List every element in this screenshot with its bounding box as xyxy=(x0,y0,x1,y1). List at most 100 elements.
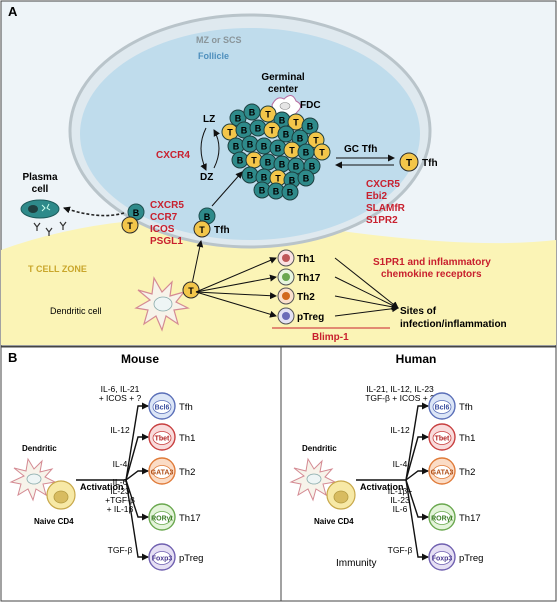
dz-to-lz-arrow xyxy=(213,129,220,169)
lz-to-dz-arrow xyxy=(200,127,207,171)
transcription-factor-label: Bcl6 xyxy=(435,405,450,412)
th-subset-nucleus xyxy=(432,400,452,414)
s1pr1-label-2: chemokine receptors xyxy=(381,269,482,280)
gc-cell-letter: B xyxy=(297,134,304,144)
dc-to-subset-arrow xyxy=(195,274,277,293)
left-marker: CXCR5 xyxy=(150,200,184,211)
branch-arrow xyxy=(405,402,429,481)
dendritic-label: Dendritic xyxy=(302,444,337,453)
sites-label-1: Sites of xyxy=(400,306,437,317)
left-marker: CCR7 xyxy=(150,212,178,223)
svg-text:T: T xyxy=(127,221,133,231)
gc-cell-letter: B xyxy=(309,162,316,172)
dc-to-subset-arrow xyxy=(195,291,277,318)
mouse-title: Mouse xyxy=(121,352,159,366)
subset-nucleus xyxy=(282,254,290,262)
subset-label: Th2 xyxy=(297,292,315,303)
branch-arrow xyxy=(405,479,429,521)
transcription-factor-label: RORγt xyxy=(431,516,453,523)
cytokine-label: IL-12 xyxy=(110,425,130,435)
cytokine-label: TGF-β + ICOS + ? xyxy=(365,393,435,403)
gc-cell-letter: B xyxy=(235,114,242,124)
dz-label: DZ xyxy=(200,172,213,183)
th-subset-name: Tfh xyxy=(179,402,193,413)
cytokine-label: IL-21, IL-12, IL-23 xyxy=(366,384,434,394)
gc-cell-letter: B xyxy=(283,130,290,140)
cytokine-label: + ICOS + ? xyxy=(99,393,142,403)
tfh-right-label: Tfh xyxy=(422,158,438,169)
cytokine-label: IL-23 xyxy=(390,495,410,505)
lz-label: LZ xyxy=(203,114,215,125)
gc-cell-letter: B xyxy=(233,142,240,152)
panel-a: A MZ or SCS Follicle Germinal center FDC… xyxy=(0,0,557,347)
tfh-t-cell-right: T xyxy=(399,152,419,172)
subset-label: Th17 xyxy=(297,273,321,284)
plasma-label-1: Plasma xyxy=(22,172,57,183)
dendritic-cell xyxy=(289,457,337,502)
gc-cell-letter: T xyxy=(251,156,257,166)
branch-arrow xyxy=(405,479,429,561)
gc-cell-letter: B xyxy=(279,116,286,126)
gc-cell-letter: T xyxy=(289,146,295,156)
gc-cell-letter: B xyxy=(303,174,310,184)
cytokine-label: IL-6 xyxy=(393,504,408,514)
th-subset-nucleus xyxy=(432,431,452,445)
subset-nucleus xyxy=(282,273,290,281)
transcription-factor-label: Tbet xyxy=(155,436,170,443)
b-t-pair: B T xyxy=(121,203,145,234)
plasma-cell xyxy=(20,199,60,219)
gc-cell-letter: B xyxy=(259,186,266,196)
gc-cell-letter: B xyxy=(249,108,256,118)
dc-to-tfh-arrow xyxy=(191,240,204,285)
svg-text:T: T xyxy=(406,158,412,169)
cytokine-label: TGF-β xyxy=(388,545,413,555)
cytokine-label: IL-6, IL-21 xyxy=(101,384,140,394)
gc-cell-letter: B xyxy=(307,122,314,132)
cytokine-label: IL-4 xyxy=(393,459,408,469)
th-subset-nucleus xyxy=(152,465,172,479)
gc-cell-letter: B xyxy=(265,158,272,168)
th-subset-name: Th1 xyxy=(179,433,195,444)
fdc-cell xyxy=(271,95,302,117)
tfh-to-gc-arrow-2 xyxy=(211,171,243,207)
right-marker: SLAMfR xyxy=(366,203,406,214)
b-to-plasma-arrow xyxy=(63,206,125,217)
svg-text:B: B xyxy=(204,212,211,222)
gc-cell-letter: B xyxy=(289,176,296,186)
t-cell-zone-label: T CELL ZONE xyxy=(28,264,87,274)
svg-text:T: T xyxy=(188,286,194,296)
th-subset-nucleus xyxy=(432,465,452,479)
svg-text:B: B xyxy=(133,208,140,218)
gc-tfh-label: GC Tfh xyxy=(344,144,377,155)
naive-cd4-label: Naive CD4 xyxy=(34,517,74,526)
th-subset-nucleus xyxy=(152,431,172,445)
panel-b-frame xyxy=(0,346,557,602)
branch-arrow xyxy=(125,479,149,521)
gc-cell-letter: T xyxy=(319,148,325,158)
transcription-factor-label: Foxp3 xyxy=(432,556,453,563)
th-subset-name: Th2 xyxy=(179,467,195,478)
s1pr1-label-1: S1PR1 and inflammatory xyxy=(373,257,491,268)
th-subset-name: pTreg xyxy=(459,553,483,564)
immunity-label: Immunity xyxy=(336,558,377,569)
branch-arrow xyxy=(125,402,149,481)
cytokine-label: IL-4 xyxy=(113,459,128,469)
th-subset-nucleus xyxy=(432,511,452,525)
transcription-factor-label: RORγt xyxy=(151,516,173,523)
subset-nucleus xyxy=(282,312,290,320)
gc-cell-letter: B xyxy=(279,160,286,170)
mz-label: MZ or SCS xyxy=(196,35,242,45)
th-subset-nucleus xyxy=(432,551,452,565)
transcription-factor-label: Foxp3 xyxy=(152,556,173,563)
th-subset-name: Th17 xyxy=(179,513,201,524)
naive-cd4-cell xyxy=(326,480,356,510)
t-cell-zone xyxy=(1,217,556,345)
transcription-factor-label: GATA3 xyxy=(151,470,174,477)
activation-label: Activation xyxy=(80,482,124,492)
gc-cell-letter: B xyxy=(303,148,310,158)
cytokine-label: IL-1β+ xyxy=(388,486,413,496)
